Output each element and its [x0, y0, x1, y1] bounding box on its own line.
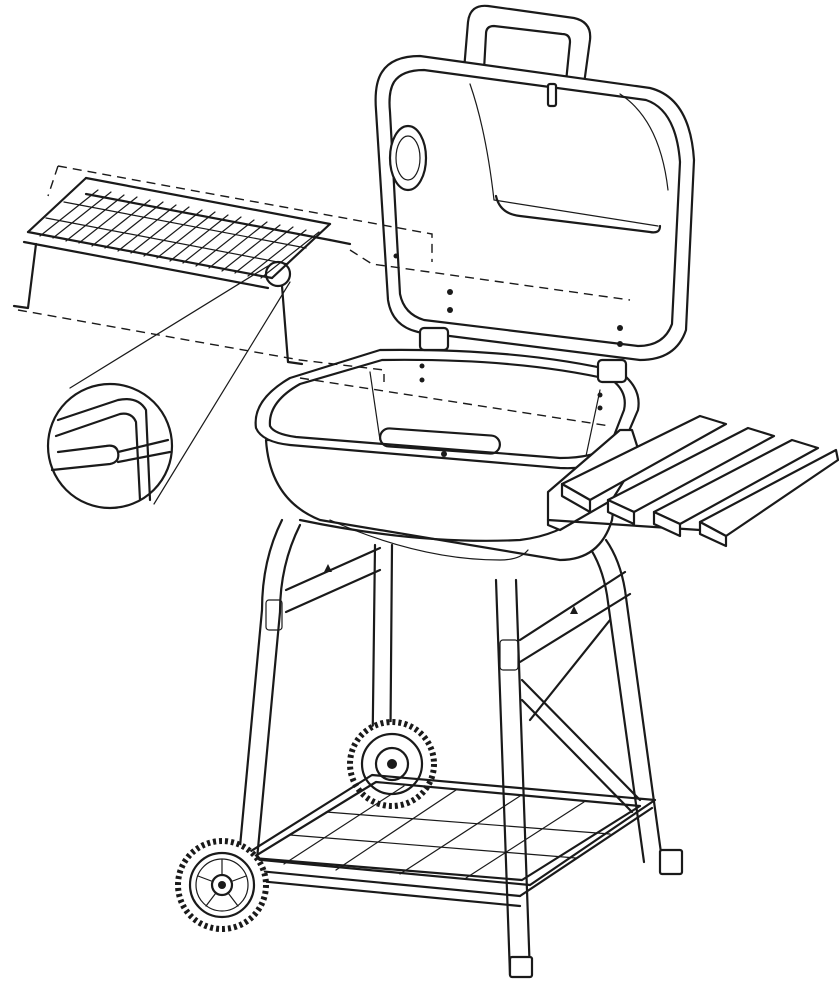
legs	[236, 518, 684, 979]
grate-clip-detail	[46, 265, 291, 510]
front-wheel	[175, 838, 269, 932]
cooking-grate	[12, 176, 352, 366]
alignment-lines	[17, 165, 631, 427]
side-shelf	[546, 414, 839, 548]
bottom-shelf	[238, 773, 657, 908]
lid	[374, 4, 696, 384]
lid-vent	[388, 124, 428, 192]
firebowl	[254, 348, 640, 562]
